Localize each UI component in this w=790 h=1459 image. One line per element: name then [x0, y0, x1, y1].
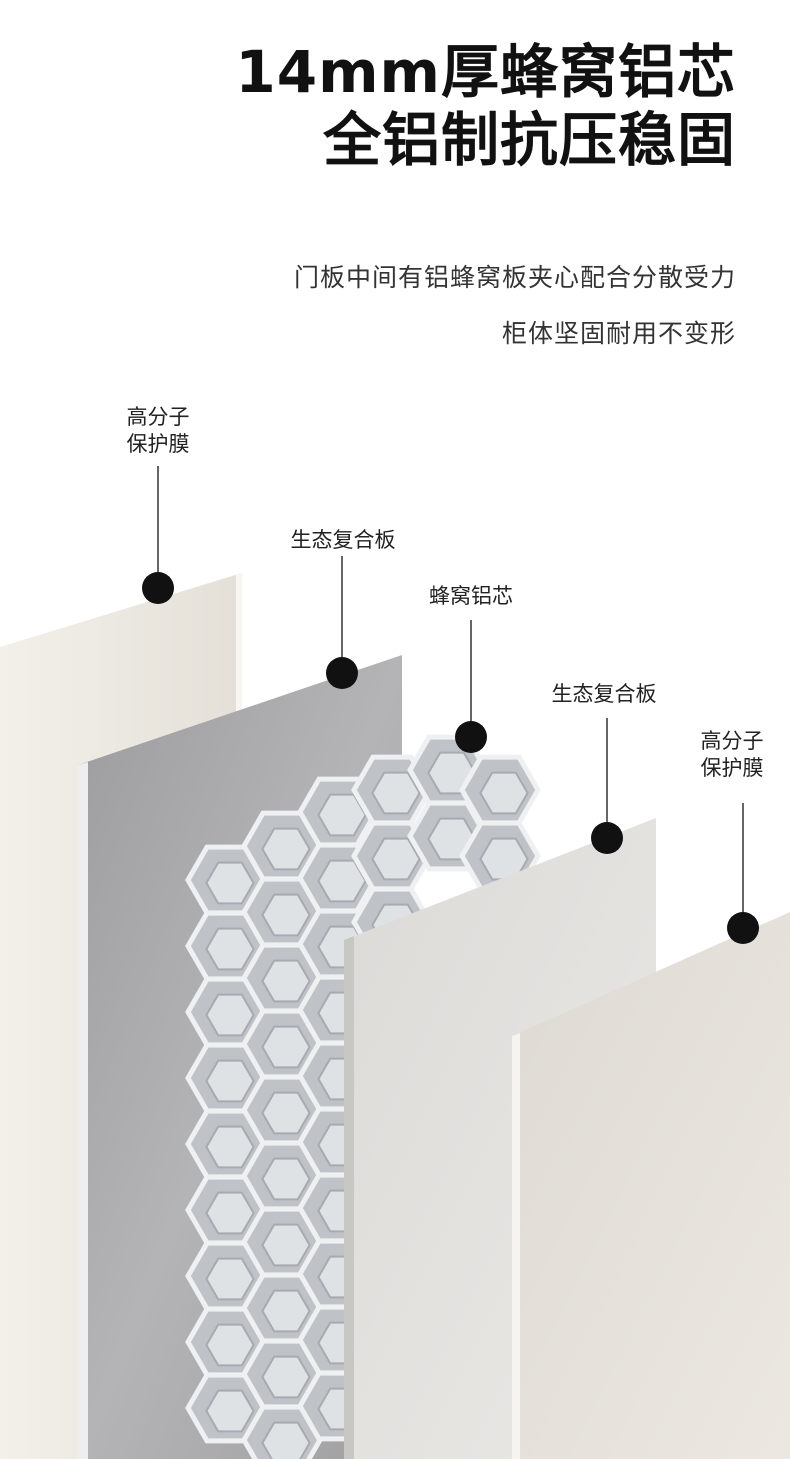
- honeycomb-cell-inner: [205, 1257, 255, 1301]
- right-protective-film: [512, 912, 790, 1459]
- description-line-1: 门板中间有铝蜂窝板夹心配合分散受力: [293, 263, 736, 292]
- gray-composite-board-edge: [78, 762, 88, 1459]
- honeycomb-cell-inner: [205, 1059, 255, 1103]
- honeycomb-cell-inner: [261, 893, 311, 937]
- honeycomb-cell-inner: [261, 1091, 311, 1135]
- headline: 14mm厚蜂窝铝芯 全铝制抗压稳固: [235, 38, 736, 174]
- honeycomb-cell-inner: [371, 837, 421, 881]
- headline-line-2: 全铝制抗压稳固: [322, 106, 736, 174]
- honeycomb-cell-inner: [261, 1421, 311, 1459]
- callout-label-composite-board-left: 生态复合板: [290, 528, 396, 552]
- honeycomb-cell-inner: [205, 927, 255, 971]
- honeycomb-cell-inner: [261, 1157, 311, 1201]
- honeycomb-cell-inner: [261, 1223, 311, 1267]
- honeycomb-cell-inner: [205, 993, 255, 1037]
- honeycomb-cell-inner: [205, 1125, 255, 1169]
- honeycomb-cell-inner: [205, 1389, 255, 1433]
- white-composite-board-edge: [344, 936, 354, 1459]
- honeycomb-cell-inner: [205, 1191, 255, 1235]
- headline-line-1: 14mm厚蜂窝铝芯: [235, 38, 736, 106]
- right-protective-film-edge: [512, 1033, 520, 1459]
- honeycomb-cell-inner: [371, 771, 421, 815]
- callout-label-composite-board-right: 生态复合板: [551, 682, 657, 706]
- honeycomb-cell-inner: [261, 1025, 311, 1069]
- callout-label-protective-film-left: 高分子 保护膜: [126, 405, 190, 456]
- honeycomb-cell-inner: [261, 827, 311, 871]
- callout-marker-5: [727, 912, 759, 944]
- callout-label-honeycomb-core: 蜂窝铝芯: [429, 584, 513, 608]
- honeycomb-cell-inner: [261, 959, 311, 1003]
- honeycomb-cell-inner: [479, 771, 529, 815]
- callout-marker-1: [142, 572, 174, 604]
- honeycomb-cell-inner: [261, 1289, 311, 1333]
- honeycomb-cell-inner: [205, 861, 255, 905]
- honeycomb-cell-inner: [205, 1323, 255, 1367]
- honeycomb-cell-inner: [261, 1355, 311, 1399]
- callout-marker-4: [591, 822, 623, 854]
- callout-label-protective-film-right: 高分子 保护膜: [700, 729, 764, 780]
- callout-marker-3: [455, 721, 487, 753]
- description-line-2: 柜体坚固耐用不变形: [501, 319, 736, 348]
- description: 门板中间有铝蜂窝板夹心配合分散受力 柜体坚固耐用不变形: [294, 250, 736, 362]
- callout-marker-2: [326, 657, 358, 689]
